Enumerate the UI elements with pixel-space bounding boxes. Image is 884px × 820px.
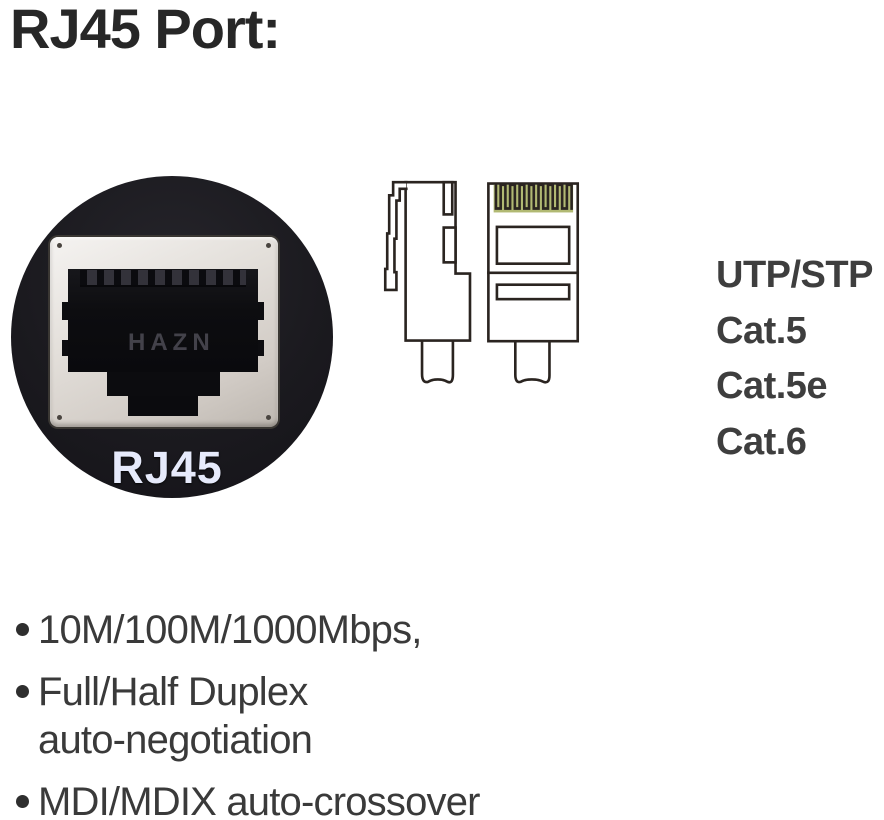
label-cat5e: Cat.5e bbox=[716, 365, 828, 407]
jack-side-notch bbox=[62, 340, 68, 356]
rj45-plug-diagram bbox=[383, 180, 580, 384]
bullet-icon bbox=[16, 623, 29, 636]
side-window bbox=[442, 226, 457, 264]
cable-category-labels: UTP/STP Cat.5 Cat.5e Cat.6 bbox=[716, 248, 884, 470]
screw-dot bbox=[57, 243, 62, 248]
latch-slot-window bbox=[442, 180, 454, 216]
feature-list: 10M/100M/1000Mbps, Full/Half Duplex auto… bbox=[16, 606, 546, 820]
rj45-plug-front-view-icon bbox=[487, 182, 580, 384]
screw-dot bbox=[57, 415, 62, 420]
rj45-port-photo: HAZN RJ45 bbox=[11, 176, 333, 498]
screw-dot bbox=[266, 415, 271, 420]
bullet-icon bbox=[16, 685, 29, 698]
jack-key-tab bbox=[128, 396, 198, 416]
jack-key-step bbox=[107, 372, 220, 396]
label-cat6: Cat.6 bbox=[716, 420, 807, 463]
jack-marking-text: HAZN bbox=[128, 329, 215, 356]
label-cat5: Cat.5 bbox=[716, 309, 807, 352]
jack-pin-contacts bbox=[80, 270, 246, 287]
list-item: MDI/MDIX auto-crossover bbox=[16, 778, 546, 820]
cable-stub bbox=[514, 339, 551, 384]
feature-mdi-mdix: MDI/MDIX auto-crossover bbox=[38, 780, 481, 820]
list-item: 10M/100M/1000Mbps, bbox=[16, 606, 546, 654]
feature-duplex-line2: auto-negotiation bbox=[38, 718, 313, 762]
jack-side-notch bbox=[258, 340, 264, 356]
strain-relief-window bbox=[495, 283, 571, 301]
pin-contact-comb bbox=[494, 183, 573, 210]
feature-speed: 10M/100M/1000Mbps, bbox=[38, 608, 422, 652]
jack-side-notch bbox=[62, 302, 68, 320]
port-caption: RJ45 bbox=[111, 442, 223, 493]
label-utp-stp: UTP/STP bbox=[716, 254, 873, 296]
rj45-plug-side-view-icon bbox=[383, 180, 472, 384]
cable-stub bbox=[420, 339, 455, 384]
list-item: Full/Half Duplex auto-negotiation bbox=[16, 668, 546, 764]
contact-window bbox=[495, 225, 571, 265]
jack-opening: HAZN bbox=[68, 269, 258, 372]
feature-duplex-line1: Full/Half Duplex bbox=[38, 670, 308, 714]
port-metal-bezel: HAZN bbox=[50, 237, 278, 427]
page-title: RJ45 Port: bbox=[10, 0, 281, 60]
plug-body bbox=[404, 180, 472, 342]
latch-clip bbox=[383, 180, 408, 292]
screw-dot bbox=[266, 243, 271, 248]
bullet-icon bbox=[16, 795, 29, 808]
jack-side-notch bbox=[258, 302, 264, 320]
